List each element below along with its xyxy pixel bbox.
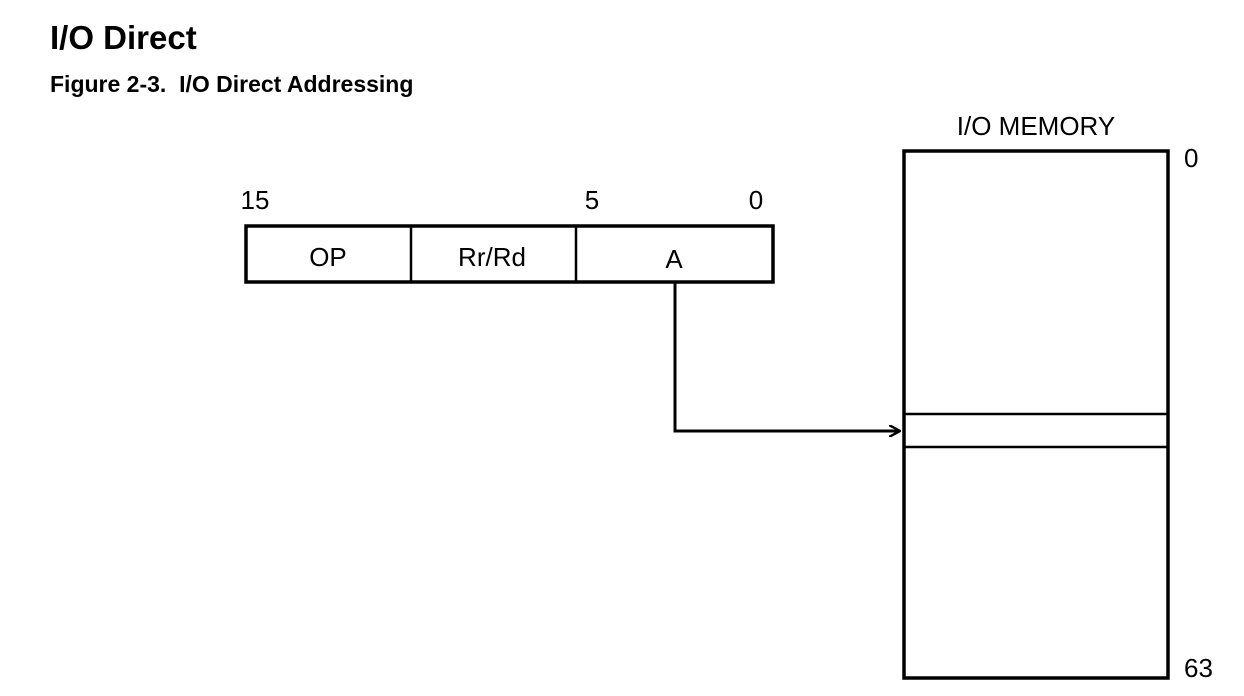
- io-memory-title: I/O MEMORY: [957, 111, 1115, 141]
- instruction-box: [244, 224, 775, 284]
- io-memory: I/O MEMORY 0 63: [902, 111, 1213, 683]
- instruction-word: 15 5 0 OP Rr/Rd A: [241, 185, 775, 284]
- address-field-label: A: [665, 244, 683, 274]
- address-pointer-arrow: [673, 282, 900, 431]
- memory-end-address: 63: [1184, 653, 1213, 683]
- op-field-label: OP: [309, 242, 347, 272]
- memory-start-address: 0: [1184, 143, 1198, 173]
- register-field-label: Rr/Rd: [458, 242, 526, 272]
- bit-label-0: 0: [749, 185, 763, 215]
- bit-label-5: 5: [585, 185, 599, 215]
- bit-label-15: 15: [241, 185, 270, 215]
- figure-caption: Figure 2-3. I/O Direct Addressing: [50, 71, 414, 97]
- section-title: I/O Direct: [50, 19, 197, 56]
